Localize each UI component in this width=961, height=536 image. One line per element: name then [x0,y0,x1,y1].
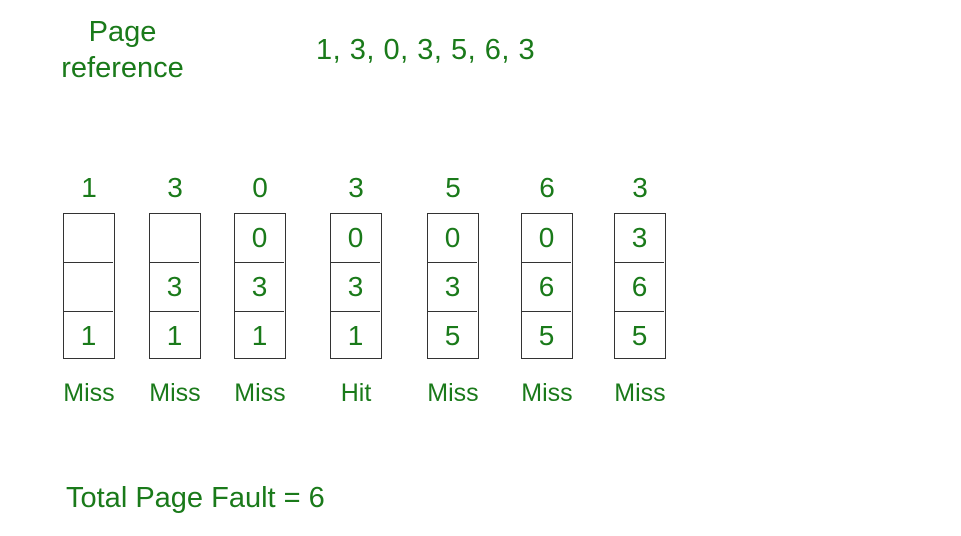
status-label: Miss [234,379,286,407]
status-label: Miss [149,379,201,407]
frame-cell-bottom: 1 [150,311,199,360]
frame-cell-top: 0 [444,222,461,253]
frame-stack: 3 1 [149,213,201,359]
frame-cell-top [150,214,199,262]
frame-stack: 3 6 5 [614,213,666,359]
status-label: Miss [63,379,115,407]
frame-cell-top: 0 [347,222,364,253]
status-label: Miss [521,379,573,407]
frame-stack: 0 3 5 [427,213,479,359]
frame-cell-middle: 6 [522,262,571,311]
total-page-fault: Total Page Fault = 6 [66,482,325,514]
reference-number: 0 [252,172,268,203]
page-reference-heading: Page reference [61,16,184,84]
status-label: Miss [427,379,479,407]
frame-cell-top: 3 [631,222,648,253]
frame-cell-bottom: 1 [331,311,380,360]
reference-number: 3 [167,172,183,203]
frame-cell-bottom: 1 [235,311,284,360]
reference-number: 6 [539,172,555,203]
reference-number: 5 [445,172,461,203]
frame-stack: 0 6 5 [521,213,573,359]
frame-cell-middle [64,262,113,311]
frame-stack: 0 3 1 [234,213,286,359]
frame-cell-middle: 3 [235,262,284,311]
frame-cell-top: 0 [251,222,268,253]
frame-cell-bottom: 5 [428,311,477,360]
frame-cell-middle: 3 [150,262,199,311]
frame-cell-middle: 3 [331,262,380,311]
reference-number: 3 [632,172,648,203]
frame-cell-bottom: 5 [615,311,664,360]
frame-stack: 1 [63,213,115,359]
frame-stack: 0 3 1 [330,213,382,359]
status-label: Hit [340,379,372,407]
status-label: Miss [614,379,666,407]
reference-sequence: 1, 3, 0, 3, 5, 6, 3 [316,34,536,66]
frame-cell-top [64,214,113,262]
frame-cell-bottom: 5 [522,311,571,360]
reference-number: 1 [81,172,97,203]
frame-cell-middle: 6 [615,262,664,311]
frame-cell-middle: 3 [428,262,477,311]
frame-cell-top: 0 [538,222,555,253]
reference-number: 3 [348,172,364,203]
frame-cell-bottom: 1 [64,311,113,360]
